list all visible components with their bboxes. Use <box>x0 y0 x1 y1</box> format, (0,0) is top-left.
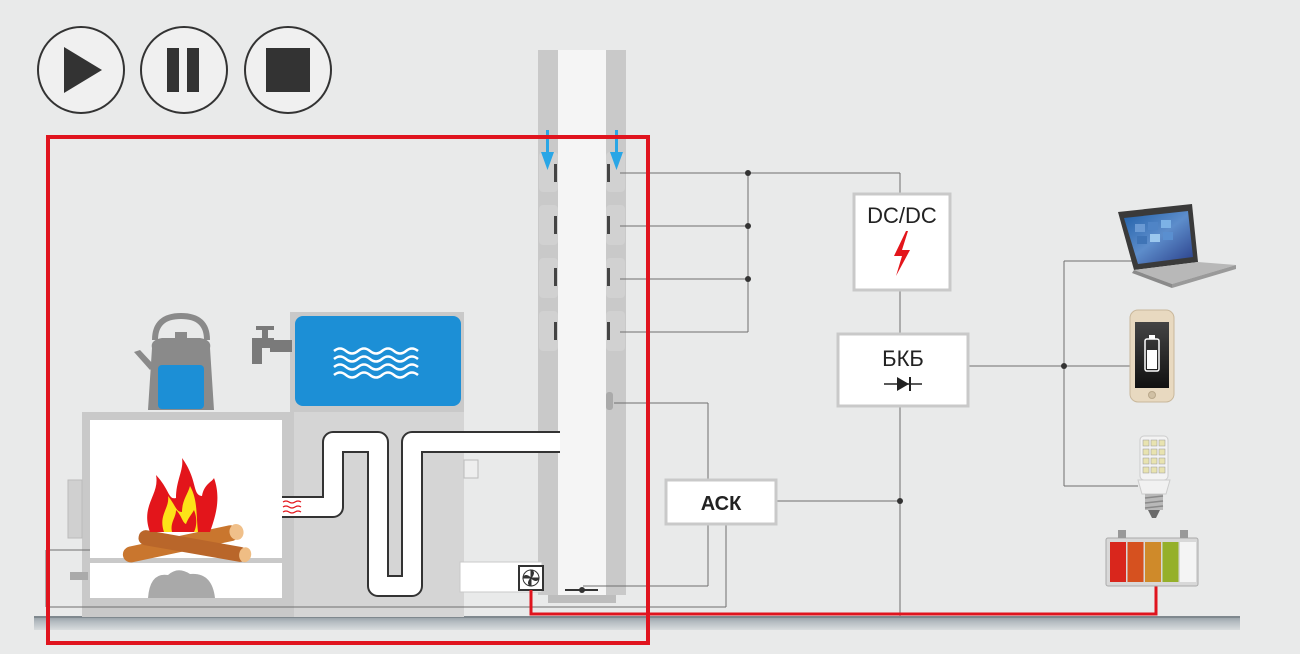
battery-segment <box>1110 542 1126 582</box>
kettle-icon <box>134 312 214 410</box>
floor <box>34 616 1240 630</box>
chimney <box>538 50 626 603</box>
battery-icon <box>1105 530 1199 587</box>
dcdc-label: DC/DC <box>867 203 937 228</box>
faucet-icon <box>252 326 292 364</box>
flue-pipe <box>282 431 560 597</box>
fan-icon <box>518 565 544 591</box>
play-button[interactable] <box>37 26 125 114</box>
phone-icon <box>1129 309 1175 403</box>
water-tank <box>290 312 464 412</box>
pause-button[interactable] <box>140 26 228 114</box>
play-icon <box>64 47 102 93</box>
cold-air-arrow-icon <box>541 130 623 170</box>
wiring <box>46 172 1140 616</box>
ask-label: АСК <box>701 493 742 515</box>
battery-control-unit: БКБ <box>836 332 970 408</box>
pause-icon <box>167 48 199 92</box>
power-cable <box>529 584 1158 616</box>
lightning-icon <box>894 231 910 276</box>
water-waves-icon <box>333 347 419 379</box>
diode-icon <box>884 377 922 391</box>
battery-segment <box>1180 542 1196 582</box>
stop-icon <box>266 48 310 92</box>
stop-button[interactable] <box>244 26 332 114</box>
wire-junctions <box>745 170 1067 504</box>
laptop-icon <box>1118 204 1236 288</box>
bkb-label: БКБ <box>882 346 924 371</box>
fire-icon <box>122 458 252 563</box>
battery-segment <box>1127 542 1144 582</box>
led-bulb-icon <box>1137 435 1171 518</box>
ask-controller: АСК <box>664 478 778 526</box>
heat-waves-icon <box>282 500 302 514</box>
battery-segment <box>1162 542 1179 582</box>
highlight-frame <box>46 135 650 645</box>
battery-segment <box>1145 542 1161 582</box>
dcdc-converter: DC/DC <box>852 192 952 292</box>
